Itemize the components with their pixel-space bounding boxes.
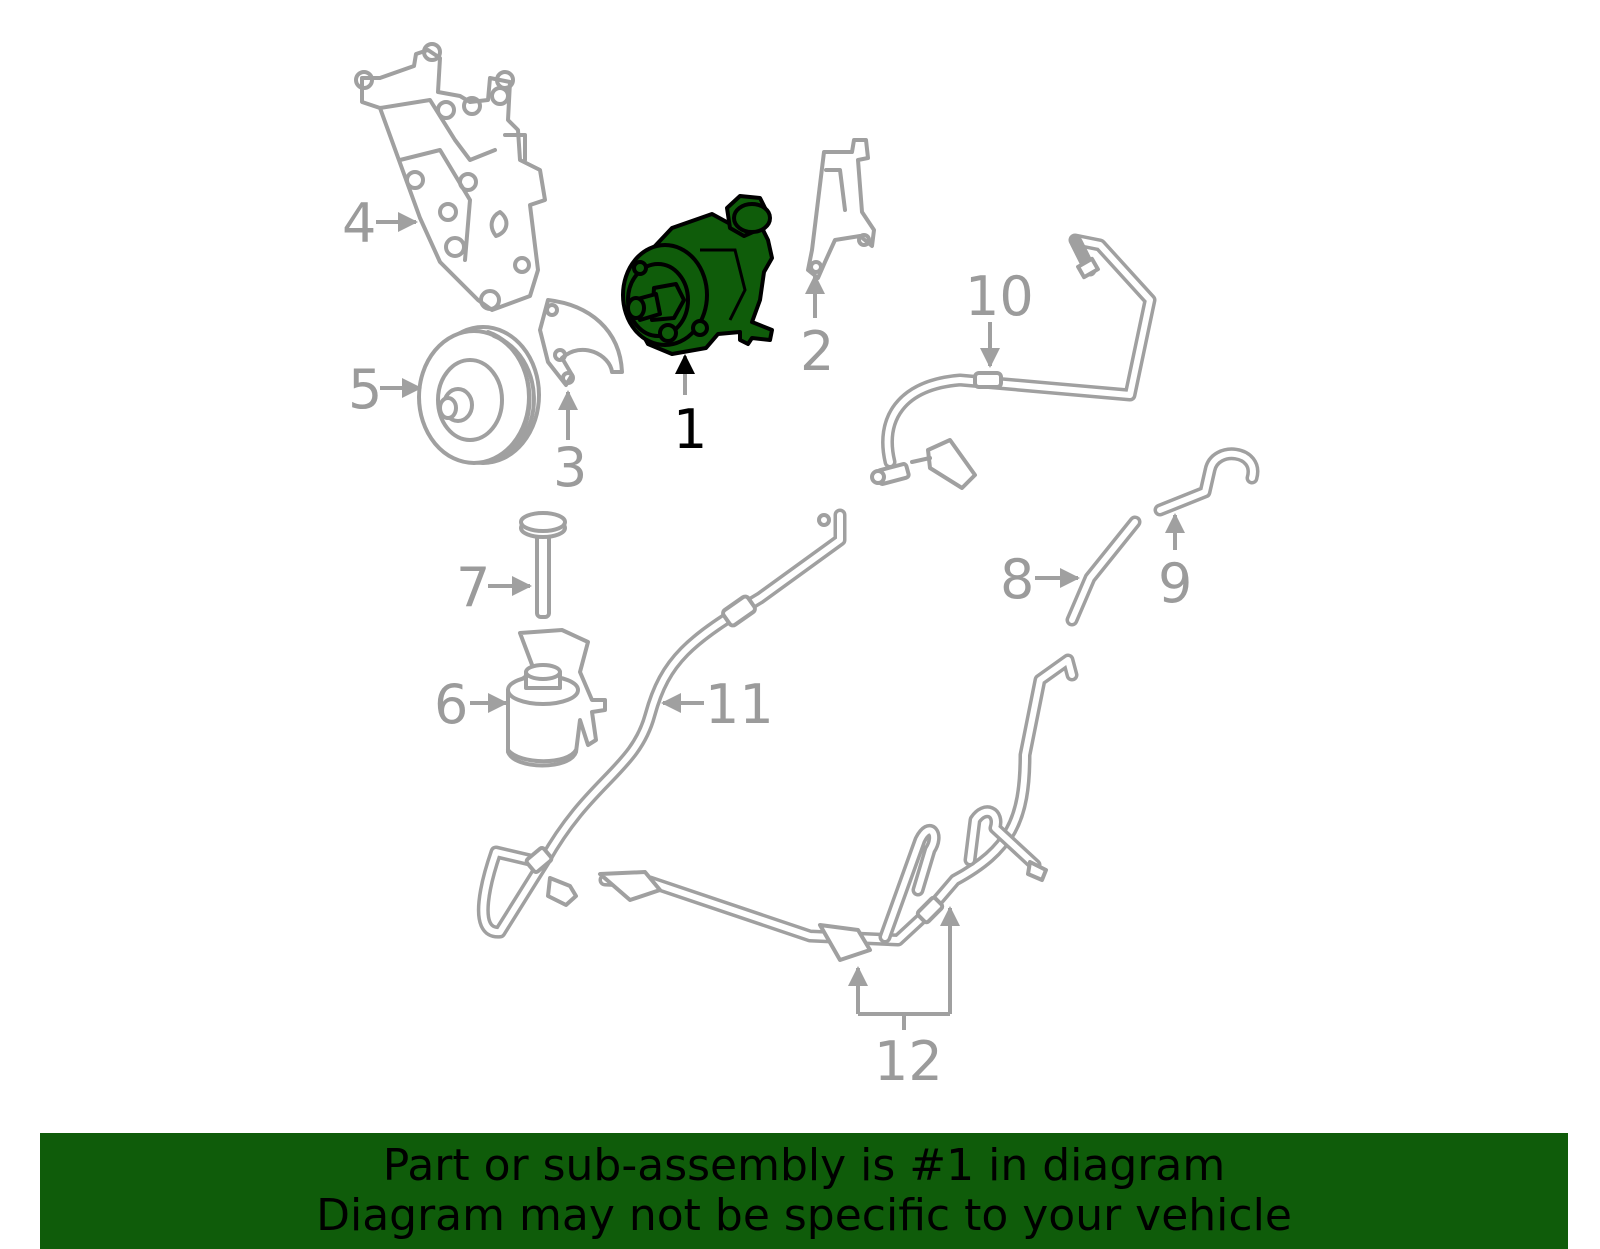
- callout-1: 1: [673, 398, 707, 461]
- callout-4: 4: [342, 192, 376, 255]
- callout-7: 7: [456, 556, 490, 619]
- callout-labels: 1 2 3 4 5 6 7 8 9 10 11 12: [342, 192, 1192, 1093]
- leader-lines: [376, 212, 1185, 1030]
- callout-11: 11: [705, 673, 774, 736]
- part-12-cooler-lines[interactable]: [598, 653, 1079, 962]
- callout-3: 3: [553, 436, 587, 499]
- part-8-hose[interactable]: [1065, 515, 1142, 627]
- banner-line-2: Diagram may not be specific to your vehi…: [316, 1190, 1292, 1241]
- part-9-hose[interactable]: [1153, 447, 1260, 517]
- part-2-bracket[interactable]: [806, 138, 876, 280]
- part-6-reservoir[interactable]: [506, 628, 607, 768]
- callout-12: 12: [874, 1030, 943, 1093]
- callout-2: 2: [800, 320, 834, 383]
- callout-6: 6: [434, 673, 468, 736]
- callout-8: 8: [1000, 548, 1034, 611]
- part-7-bolt[interactable]: [519, 511, 567, 619]
- part-5-pulley[interactable]: [417, 325, 541, 465]
- callout-5: 5: [348, 358, 382, 421]
- banner-line-1: Part or sub-assembly is #1 in diagram: [382, 1140, 1226, 1191]
- part-4-mounting-bracket[interactable]: [354, 42, 547, 312]
- callout-10: 10: [965, 265, 1034, 328]
- part-3-pulley-shield[interactable]: [538, 298, 624, 387]
- callout-9: 9: [1158, 552, 1192, 615]
- part-10-pressure-line[interactable]: [870, 233, 1157, 490]
- info-banner: Part or sub-assembly is #1 in diagram Di…: [40, 1133, 1568, 1249]
- part-1-power-steering-pump[interactable]: [621, 194, 774, 356]
- part-11-return-line[interactable]: [476, 508, 847, 939]
